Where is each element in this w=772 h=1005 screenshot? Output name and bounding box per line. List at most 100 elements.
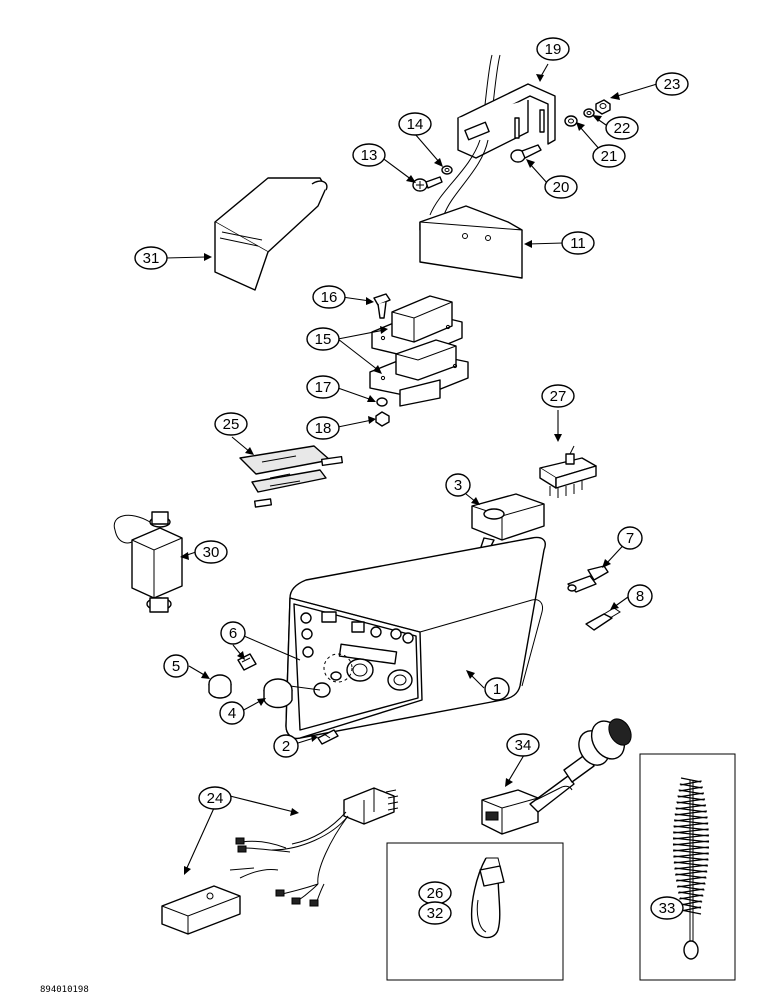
brush-bristles xyxy=(672,777,710,915)
screw-part xyxy=(412,176,443,192)
callout-bubble xyxy=(219,701,245,725)
callout-32: 32 xyxy=(418,901,452,925)
callout-label: 27 xyxy=(550,388,567,405)
callout-23: 23 xyxy=(655,72,689,96)
callout-bubble xyxy=(541,384,575,408)
terminal-8-part xyxy=(585,607,621,631)
tie-strap-detail-panel xyxy=(386,842,564,981)
leader-lines xyxy=(165,63,658,875)
callout-25: 25 xyxy=(214,412,248,436)
callout-5: 5 xyxy=(163,654,189,678)
callout-24: 24 xyxy=(198,786,232,810)
bracket-part xyxy=(429,54,556,216)
callout-bubble xyxy=(617,526,643,550)
callout-label: 26 xyxy=(427,885,444,902)
callout-bubble xyxy=(352,143,386,167)
callout-bubble xyxy=(198,786,232,810)
callout-label: 5 xyxy=(172,658,180,675)
callout-21: 21 xyxy=(592,144,626,168)
callout-label: 31 xyxy=(143,250,160,267)
callout-27: 27 xyxy=(541,384,575,408)
callout-label: 33 xyxy=(659,900,676,917)
callout-bubble xyxy=(306,327,340,351)
callout-label: 17 xyxy=(315,379,332,396)
callout-bubbles: 1234567811131415161718192021222324252627… xyxy=(134,37,689,925)
callout-label: 25 xyxy=(223,416,240,433)
callout-22: 22 xyxy=(605,116,639,140)
callout-bubble xyxy=(418,901,452,925)
brush-detail-panel xyxy=(639,753,736,981)
callout-bubble xyxy=(445,473,471,497)
callout-label: 4 xyxy=(228,705,236,722)
callout-bubble xyxy=(655,72,689,96)
callout-label: 16 xyxy=(321,289,338,306)
fuse-strip-part xyxy=(239,445,344,508)
relay-screw-part xyxy=(373,293,391,319)
callout-bubble xyxy=(398,112,432,136)
callout-16: 16 xyxy=(312,285,346,309)
callout-label: 22 xyxy=(614,120,631,137)
callout-label: 2 xyxy=(282,738,290,755)
washer-part xyxy=(441,165,453,175)
bristle xyxy=(680,909,702,915)
callout-label: 6 xyxy=(229,625,237,642)
callout-bubble xyxy=(220,621,246,645)
callout-label: 18 xyxy=(315,420,332,437)
callout-label: 23 xyxy=(664,76,681,93)
callout-33: 33 xyxy=(650,896,684,920)
plug-part xyxy=(481,718,632,835)
callout-bubble xyxy=(605,116,639,140)
callout-bubble xyxy=(627,584,653,608)
callout-label: 15 xyxy=(315,331,332,348)
callout-label: 21 xyxy=(601,148,618,165)
callout-label: 32 xyxy=(427,905,444,922)
callout-label: 3 xyxy=(454,477,462,494)
connector-part xyxy=(539,445,597,498)
solenoid-part xyxy=(113,511,183,613)
callout-bubble xyxy=(561,231,595,255)
callout-6: 6 xyxy=(220,621,246,645)
control-box-part xyxy=(243,536,546,740)
callout-26: 26 xyxy=(418,881,452,905)
callout-bubble xyxy=(544,175,578,199)
callout-bubble xyxy=(134,246,168,270)
sensor-block-part xyxy=(419,205,523,279)
callout-30: 30 xyxy=(194,540,228,564)
callout-label: 34 xyxy=(515,737,532,754)
callout-31: 31 xyxy=(134,246,168,270)
terminal-7-part xyxy=(567,565,609,593)
callout-bubble xyxy=(273,734,299,758)
callout-label: 14 xyxy=(407,116,424,133)
callout-bubble xyxy=(194,540,228,564)
callout-label: 8 xyxy=(636,588,644,605)
callout-bubble xyxy=(506,733,540,757)
callout-20: 20 xyxy=(544,175,578,199)
callout-bubble xyxy=(306,416,340,440)
fuse-part xyxy=(317,729,339,745)
callout-18: 18 xyxy=(306,416,340,440)
callout-3: 3 xyxy=(445,473,471,497)
relay-nut-part xyxy=(375,397,390,427)
callout-bubble xyxy=(650,896,684,920)
figure-code: 894010198 xyxy=(40,985,89,995)
callout-bubble xyxy=(312,285,346,309)
callout-1: 1 xyxy=(484,677,510,701)
callout-11: 11 xyxy=(561,231,595,255)
callout-label: 7 xyxy=(626,530,634,547)
callout-bubble xyxy=(592,144,626,168)
knob-large-part xyxy=(263,678,293,709)
callout-bubble xyxy=(214,412,248,436)
callout-label: 1 xyxy=(493,681,501,698)
harness-part xyxy=(161,787,399,935)
callout-label: 30 xyxy=(203,544,220,561)
callout-label: 20 xyxy=(553,179,570,196)
bolt-part xyxy=(510,144,542,163)
callout-13: 13 xyxy=(352,143,386,167)
callout-bubble xyxy=(536,37,570,61)
hardware-stack xyxy=(564,99,611,127)
callout-bubble xyxy=(163,654,189,678)
callout-19: 19 xyxy=(536,37,570,61)
callout-15: 15 xyxy=(306,327,340,351)
